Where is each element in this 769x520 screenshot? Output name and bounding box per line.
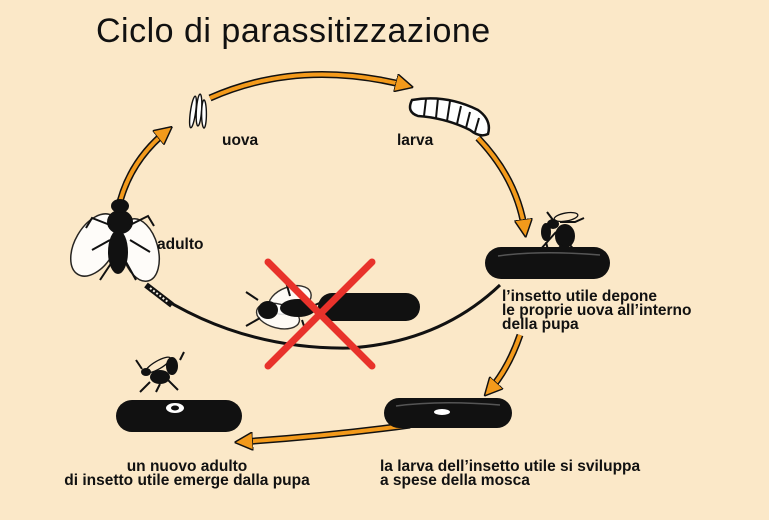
label-depone-line-2: le proprie uova all’interno <box>502 302 692 319</box>
label-sviluppa: la larva dell’insetto utile si sviluppa … <box>380 458 641 489</box>
label-sviluppa-line-2: a spese della mosca <box>380 472 530 489</box>
arrow-sviluppa-to-emerge <box>240 421 411 442</box>
pupa-icon <box>485 247 610 279</box>
label-adulto: adulto <box>157 236 204 253</box>
pupa-icon <box>384 398 512 428</box>
arrow-adult-to-eggs <box>114 130 168 211</box>
pupa-icon <box>116 400 242 432</box>
arrow-stub <box>144 282 174 308</box>
label-nuovo-adulto-line-1: un nuovo adulto <box>126 458 248 475</box>
label-larva: larva <box>397 132 434 149</box>
label-sviluppa-line-1: la larva dell’insetto utile si sviluppa <box>380 458 641 475</box>
larva-icon <box>408 97 491 137</box>
wasp-icon <box>135 351 185 393</box>
label-depone: l’insetto utile depone le proprie uova a… <box>502 288 692 333</box>
arrow-depone-to-sviluppa <box>488 333 524 392</box>
label-nuovo-adulto: un nuovo adulto di insetto utile emerge … <box>22 458 352 489</box>
emerging-fly-icon <box>245 281 327 333</box>
label-depone-line-3: della pupa <box>502 316 579 333</box>
wasp-icon <box>539 211 585 253</box>
cross-icon <box>264 258 376 370</box>
diagram-title: Ciclo di parassitizzazione <box>96 12 491 50</box>
fly-icon <box>69 199 161 283</box>
pupa-icon <box>318 293 420 321</box>
eggs-icon <box>188 93 208 129</box>
arrow-eggs-to-larva <box>208 70 408 102</box>
label-depone-line-1: l’insetto utile depone <box>502 288 658 305</box>
label-nuovo-adulto-line-2: di insetto utile emerge dalla pupa <box>64 472 310 489</box>
label-uova: uova <box>222 132 259 149</box>
arrow-larva-to-pupa <box>475 135 525 232</box>
cycle-arrows <box>114 70 525 442</box>
